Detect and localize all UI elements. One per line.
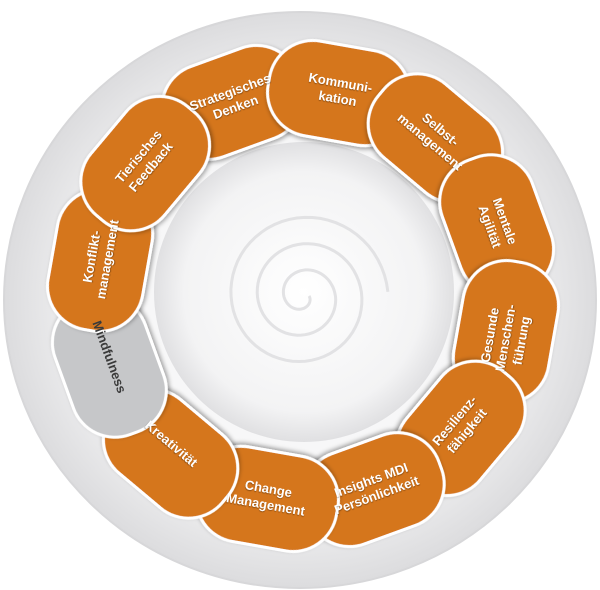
segment-12 <box>79 94 212 233</box>
segment-shape <box>79 94 212 233</box>
inner-plate <box>154 142 454 442</box>
spiral-decoration <box>229 215 390 364</box>
segments-layer <box>45 38 561 554</box>
